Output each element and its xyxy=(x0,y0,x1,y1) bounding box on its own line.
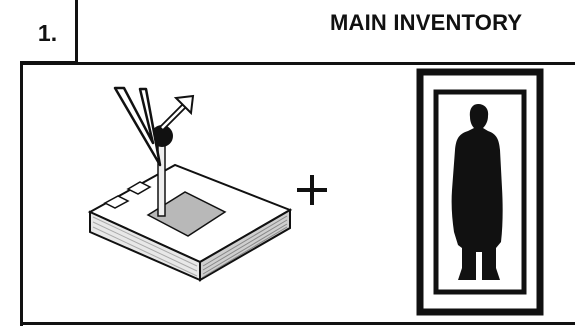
joystick-icon xyxy=(90,88,290,280)
plus-sign xyxy=(297,175,327,205)
character-silhouette-icon xyxy=(420,72,540,312)
